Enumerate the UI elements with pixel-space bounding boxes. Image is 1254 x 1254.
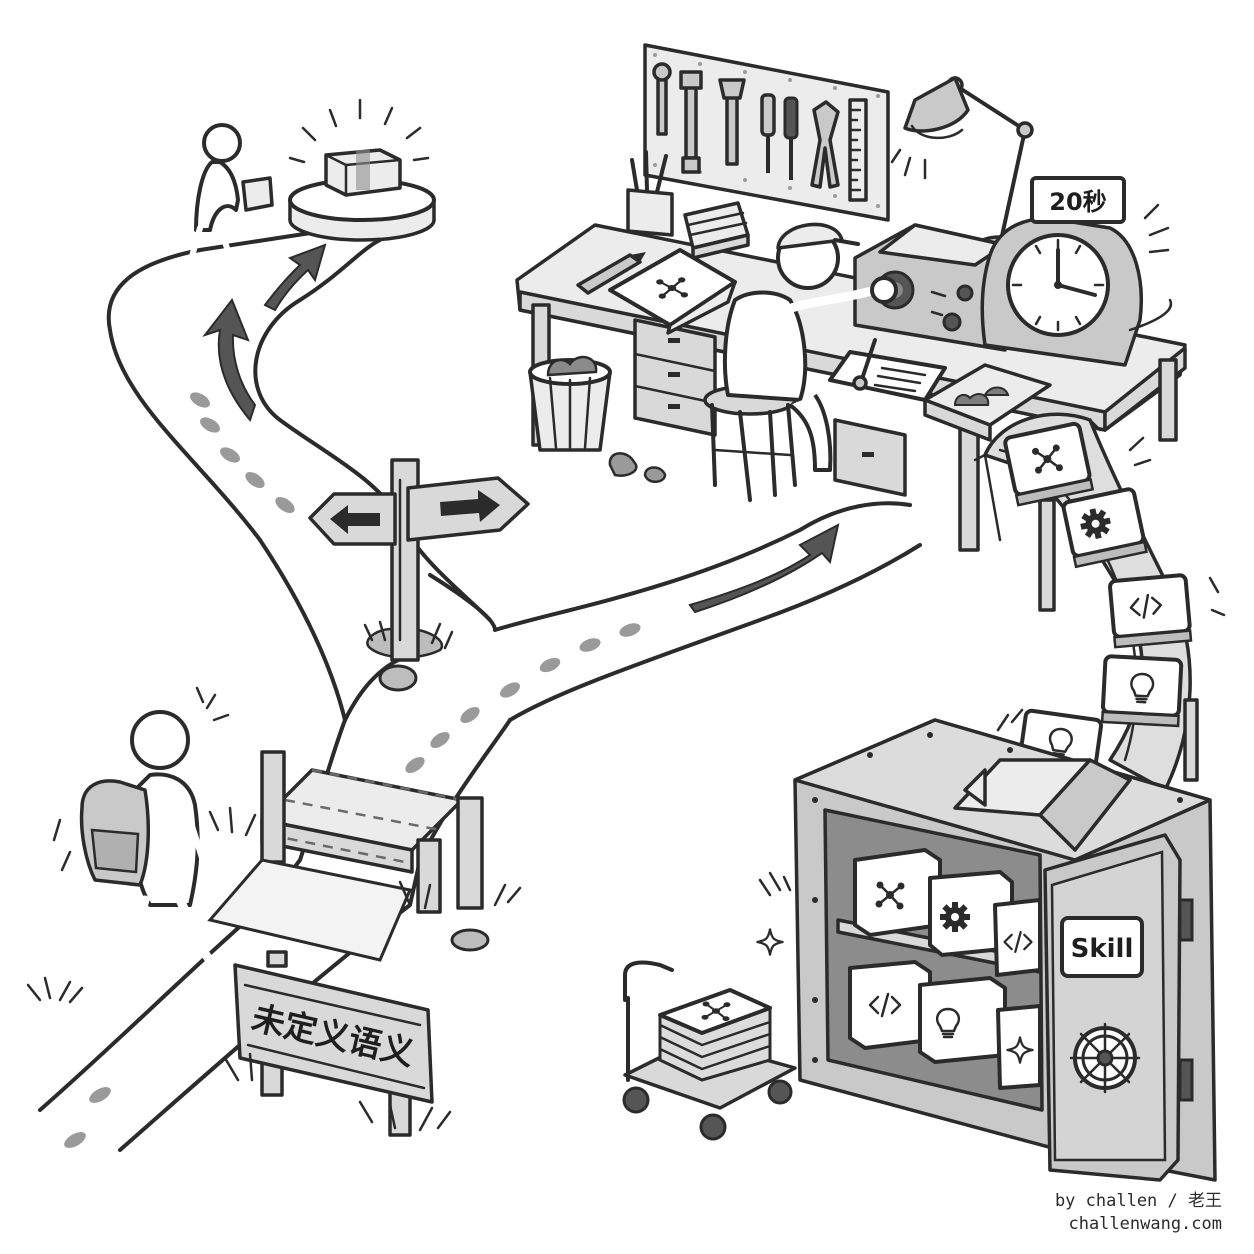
arrow-up-left bbox=[202, 298, 257, 423]
glow-lines bbox=[288, 98, 430, 164]
rock-tray bbox=[923, 363, 1052, 442]
left-arrow-icon bbox=[330, 505, 380, 534]
screwdriver-icon bbox=[760, 93, 776, 173]
sparkle-icon bbox=[756, 928, 784, 956]
footprints-right bbox=[405, 623, 641, 773]
card-stack bbox=[658, 988, 772, 1082]
card-code bbox=[1108, 573, 1193, 649]
paper-stack bbox=[683, 201, 750, 260]
tool-pegboard bbox=[643, 43, 890, 222]
backpack-walker bbox=[26, 686, 230, 1030]
footprints-upper bbox=[190, 392, 295, 513]
card-network bbox=[1003, 421, 1095, 507]
stored-card-sparkle bbox=[996, 1004, 1042, 1090]
wooden-bridge bbox=[207, 750, 522, 962]
walker-with-box bbox=[180, 123, 274, 291]
screwdriver-icon bbox=[783, 96, 799, 180]
credit-site: challenwang.com bbox=[1068, 1214, 1222, 1234]
safe-label: Skill bbox=[1071, 934, 1134, 964]
gear-icon bbox=[940, 902, 970, 932]
hand-cart bbox=[622, 960, 797, 1141]
fork-signpost bbox=[308, 458, 530, 692]
stored-card-code bbox=[993, 898, 1042, 977]
right-arrow-icon bbox=[440, 490, 500, 522]
worker-at-bench bbox=[703, 222, 898, 502]
package-box-icon bbox=[324, 148, 402, 197]
stored-card-bulb bbox=[918, 976, 1007, 1064]
conveyor-chute bbox=[973, 412, 1226, 792]
card-bulb bbox=[1100, 654, 1184, 728]
pliers-icon bbox=[810, 100, 840, 189]
safe-wheel-icon bbox=[1069, 1022, 1141, 1094]
wrench-icon bbox=[679, 70, 703, 174]
spanner-icon bbox=[718, 78, 746, 166]
author-credit: by challen / 老王 challenwang.com bbox=[1055, 1191, 1222, 1234]
ruler-icon bbox=[848, 98, 868, 202]
pencil-cup bbox=[626, 150, 674, 237]
stored-card-network bbox=[853, 848, 942, 937]
timer-clock: 20秒 bbox=[980, 176, 1173, 367]
credit-author: by challen / 老王 bbox=[1055, 1191, 1222, 1211]
skill-safe: Skill bbox=[756, 718, 1217, 1182]
path-network bbox=[38, 228, 922, 1152]
backpack-icon bbox=[79, 779, 151, 887]
arrow-right bbox=[688, 523, 840, 614]
control-panel bbox=[853, 223, 1007, 352]
motion-lines bbox=[52, 686, 230, 872]
wrench-icon bbox=[652, 62, 672, 136]
safe-door: Skill bbox=[1043, 833, 1194, 1182]
blueprint-card bbox=[608, 248, 737, 335]
timer-label: 20秒 bbox=[1049, 188, 1106, 216]
undefined-semantics-sign: 未定义语义 bbox=[223, 950, 452, 1137]
arrow-up-right bbox=[263, 243, 327, 312]
card-gear bbox=[1061, 487, 1148, 569]
pencil bbox=[576, 252, 646, 295]
trash-can bbox=[528, 355, 667, 483]
delivery-pedestal bbox=[288, 98, 436, 242]
notepad bbox=[828, 338, 947, 402]
